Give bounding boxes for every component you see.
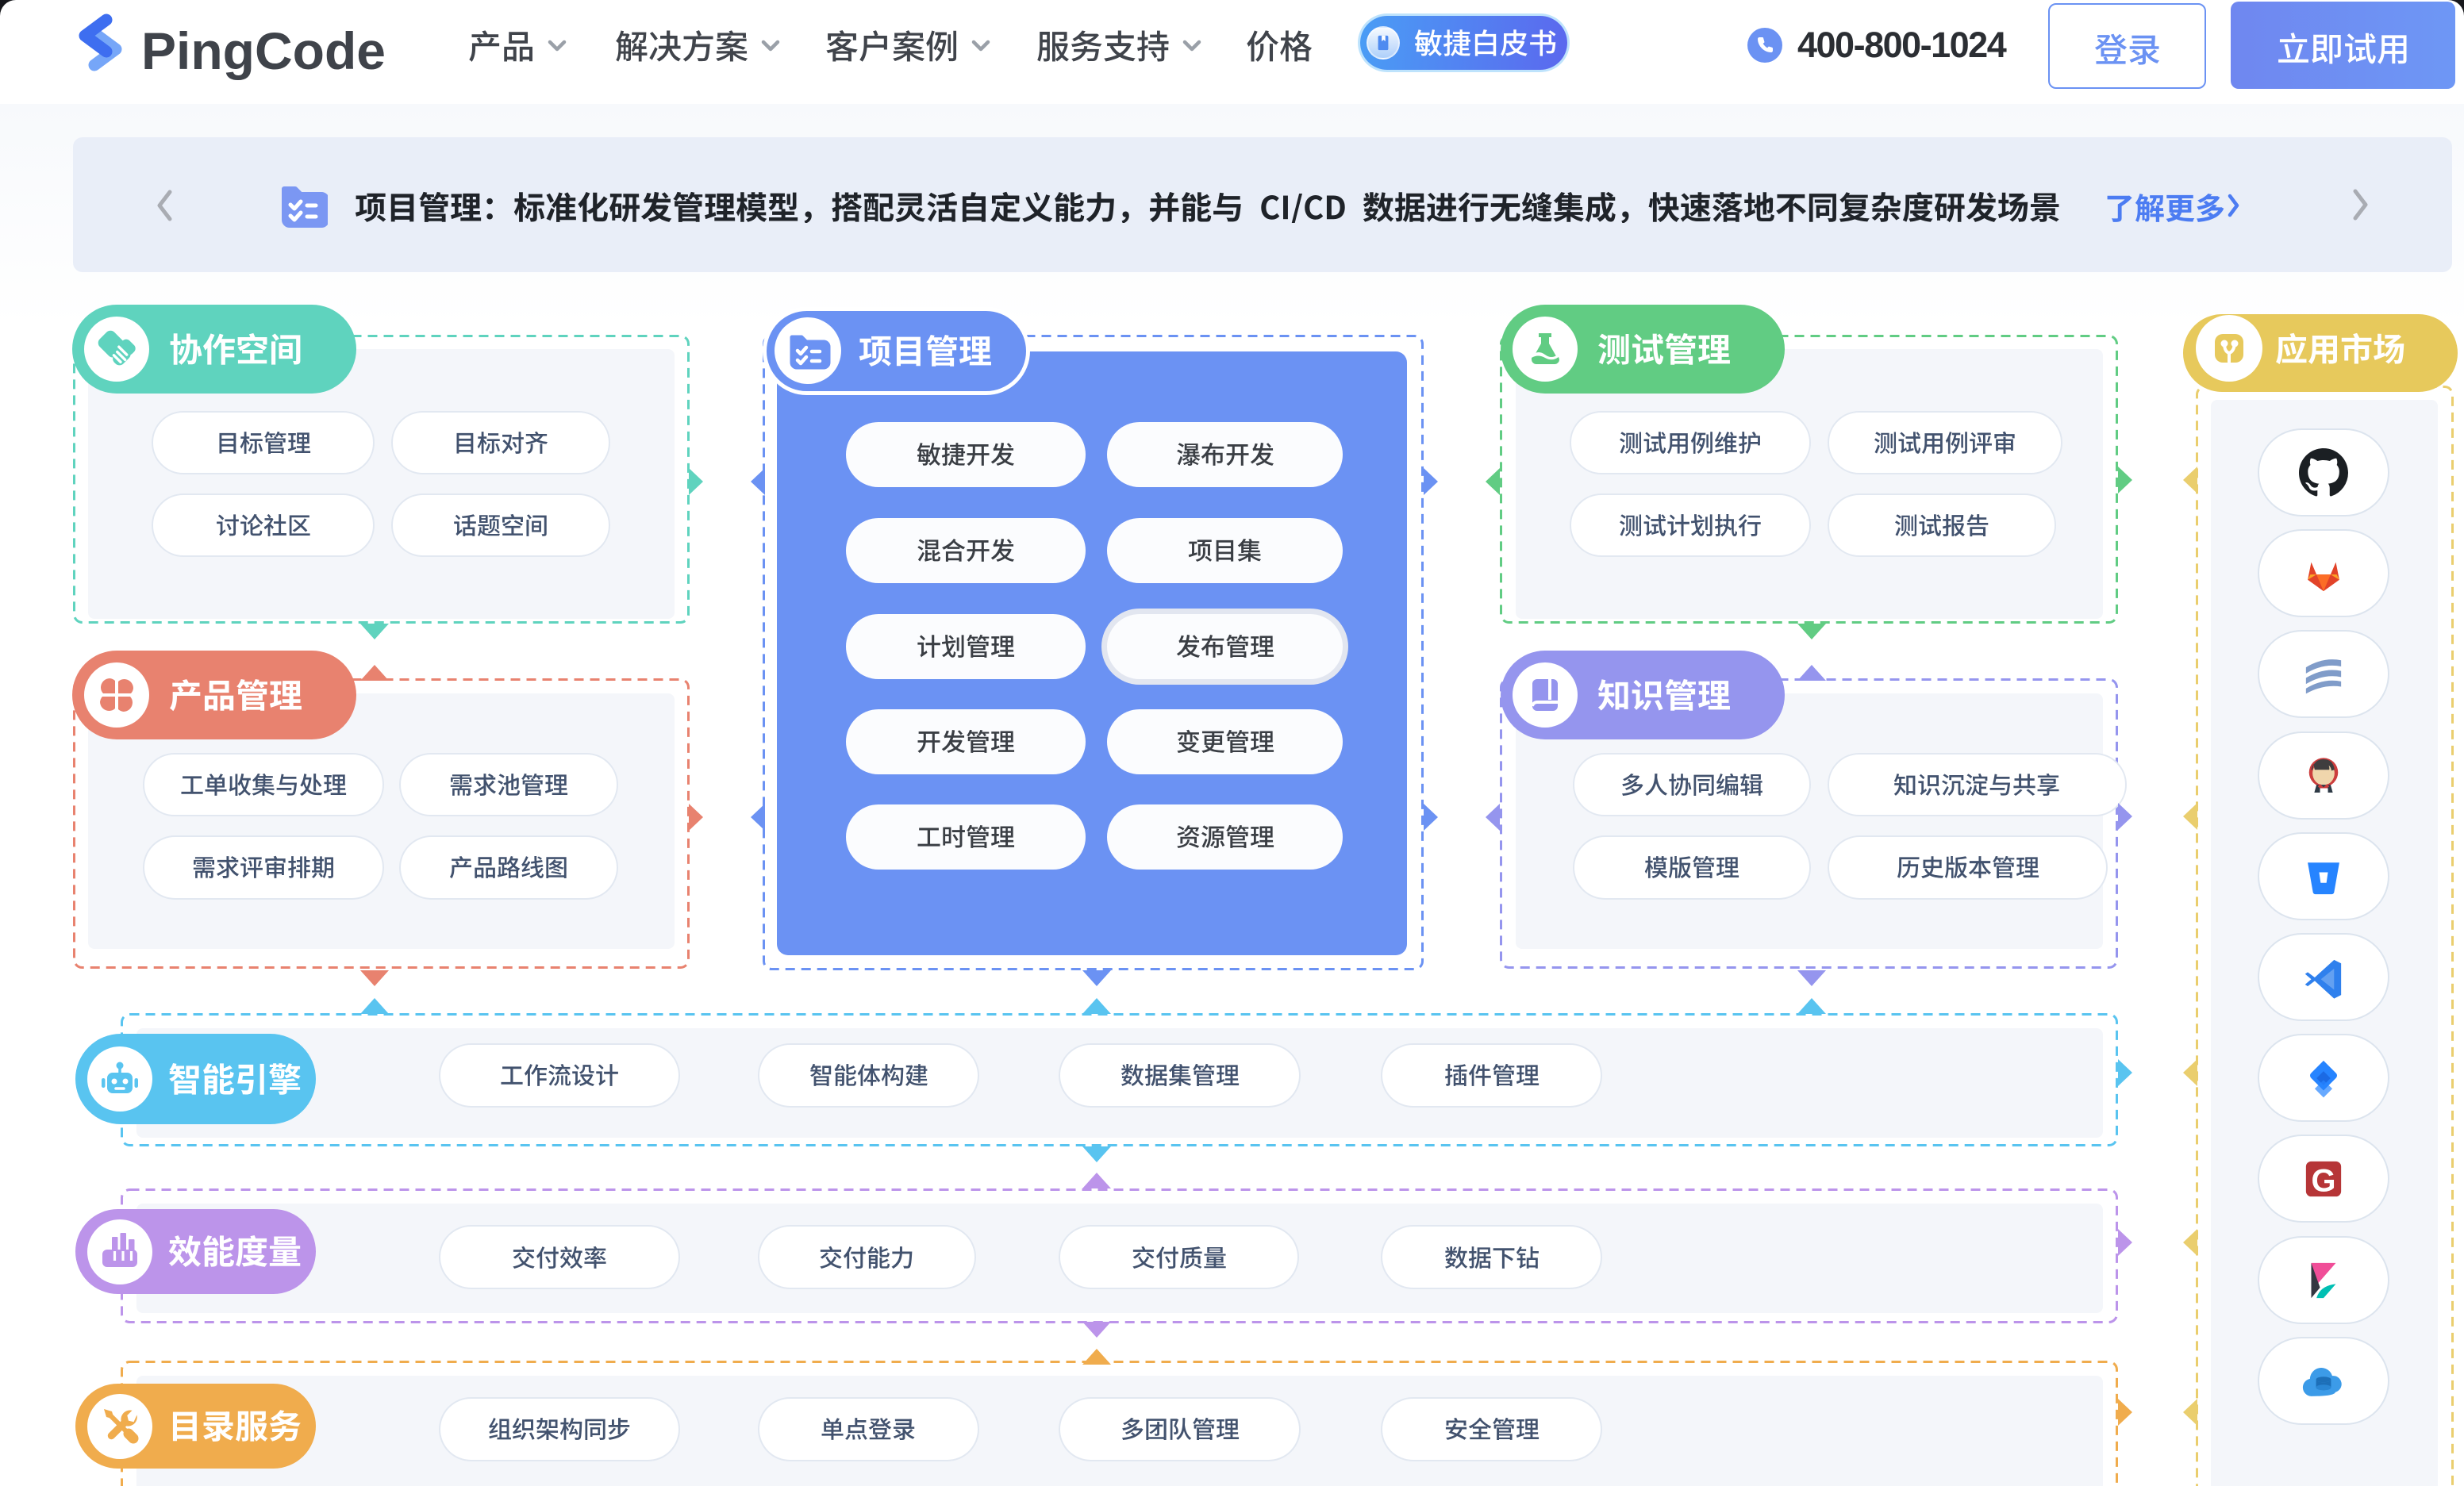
svg-text:G: G [2312,1164,2336,1199]
